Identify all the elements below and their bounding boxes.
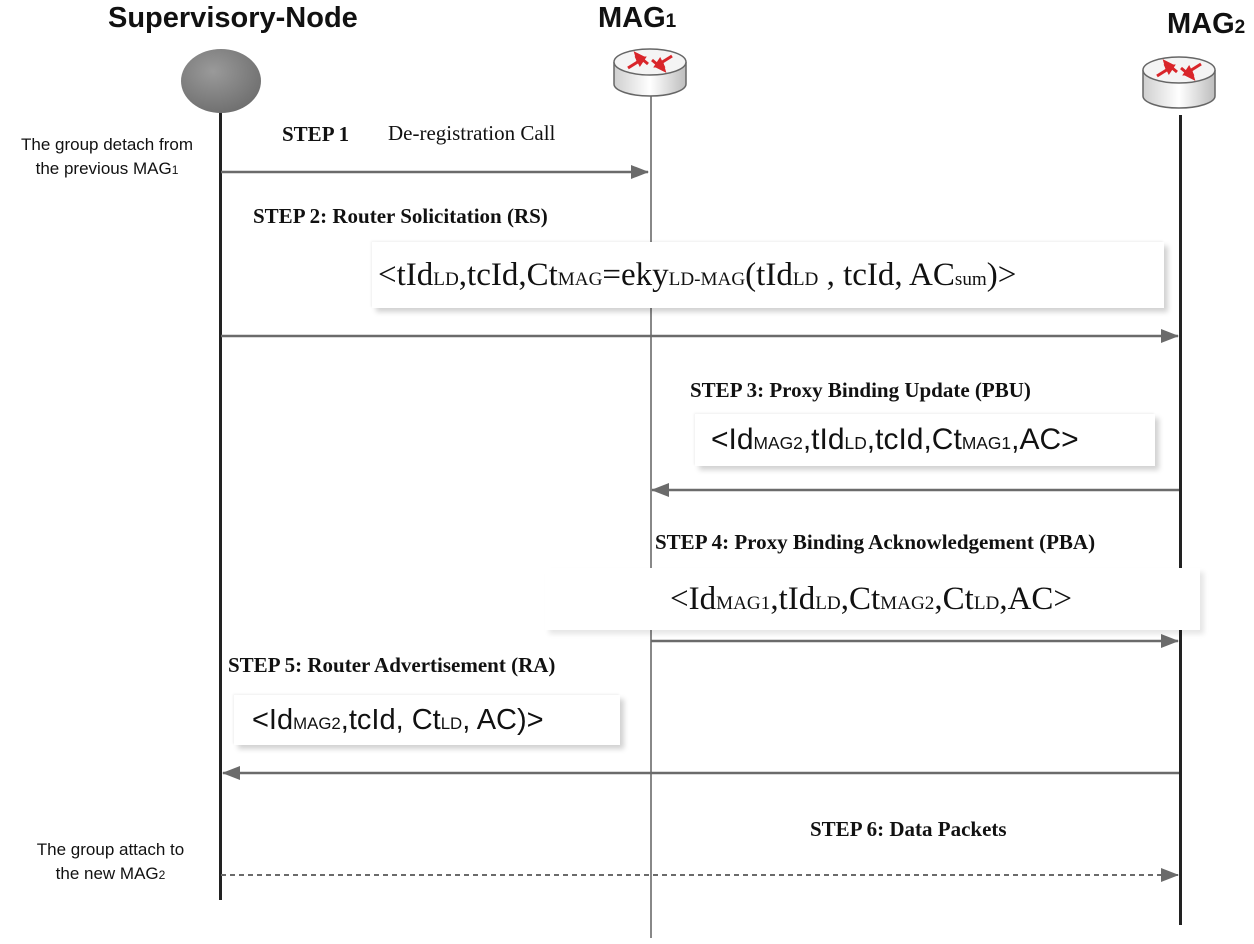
rs-sub: MAG [557, 268, 603, 290]
mag1-title-base: MAG [598, 2, 666, 34]
rs-message-box: <tIdLD,tcId,CtMAG=ekyLD-MAG(tIdLD , tcId… [372, 242, 1164, 308]
ra-sub: MAG2 [293, 713, 341, 733]
attach-note-sub: 2 [158, 868, 166, 882]
pba-message-box: <IdMAG1,tIdLD,CtMAG2,CtLD,AC> [545, 568, 1200, 630]
step4-label: STEP 4: Proxy Binding Acknowledgement (P… [655, 530, 1096, 554]
detach-note-sub: 1 [171, 163, 179, 177]
pbu-part: ,tId [802, 423, 845, 456]
pbu-message-box: <IdMAG2,tIdLD,tcId,CtMAG1,AC> [695, 414, 1155, 466]
rs-part: =eky [602, 256, 669, 293]
ra-message: <IdMAG2,tcId, CtLD, AC)> [234, 704, 544, 737]
detach-note: The group detach from the previous MAG1 [0, 133, 214, 182]
pba-sub: MAG2 [880, 592, 935, 614]
pba-part: <Id [670, 580, 717, 617]
step6-label: STEP 6: Data Packets [810, 817, 1007, 841]
pbu-sub: LD [844, 433, 867, 453]
mag2-title-sub: 2 [1234, 17, 1246, 38]
pbu-message: <IdMAG2,tIdLD,tcId,CtMAG1,AC> [695, 423, 1079, 457]
supervisory-node-circle-icon [181, 49, 261, 113]
router-icon [1142, 56, 1216, 109]
rs-sub: LD [433, 268, 459, 290]
step1-label-bold: STEP 1 [282, 122, 350, 146]
attach-note-line2: the new MAG2 [8, 862, 213, 887]
rs-part: )> [986, 256, 1017, 293]
attach-note-line1: The group attach to [36, 840, 185, 859]
pba-part: ,Ct [934, 580, 974, 617]
step5-label: STEP 5: Router Advertisement (RA) [228, 653, 556, 677]
step3-label: STEP 3: Proxy Binding Update (PBU) [690, 378, 1031, 402]
pba-sub: LD [815, 592, 841, 614]
rs-sub: LD [792, 268, 819, 290]
ra-part: , AC)> [462, 703, 544, 736]
rs-part: , tcId, AC [818, 256, 955, 293]
ra-part: <Id [252, 703, 294, 736]
rs-sub: sum [954, 268, 987, 290]
mag1-title-sub: 1 [665, 11, 677, 32]
detach-note-line2: the previous MAG1 [0, 157, 214, 182]
pba-part: ,AC> [999, 580, 1073, 617]
mag1-lifeline-upper [650, 95, 652, 245]
detach-note-line2-text: the previous MAG [35, 159, 172, 178]
pba-part: ,Ct [840, 580, 881, 617]
step2-label: STEP 2: Router Solicitation (RS) [253, 204, 548, 228]
rs-sub: LD-MAG [668, 268, 746, 290]
ra-message-box: <IdMAG2,tcId, CtLD, AC)> [234, 695, 620, 745]
pbu-part: <Id [711, 423, 754, 456]
pba-sub: MAG1 [716, 592, 771, 614]
router-icon [613, 48, 687, 97]
rs-part: (tId [745, 256, 793, 293]
pbu-part: ,tcId,Ct [866, 423, 962, 456]
mag2-title: MAG2 [1167, 8, 1245, 41]
detach-note-line1: The group detach from [21, 135, 193, 154]
mag2-lifeline [1179, 115, 1182, 925]
rs-part: <tId [378, 256, 434, 293]
pba-message: <IdMAG1,tIdLD,CtMAG2,CtLD,AC> [545, 581, 1072, 618]
pbu-sub: MAG1 [961, 433, 1012, 453]
attach-note-line2-text: the new MAG [55, 864, 159, 883]
pbu-part: ,AC> [1011, 423, 1079, 456]
ra-part: ,tcId, Ct [340, 703, 441, 736]
mag2-title-base: MAG [1167, 8, 1235, 40]
step1-text: De-registration Call [388, 121, 556, 145]
ra-sub: LD [440, 713, 463, 733]
pba-part: ,tId [770, 580, 816, 617]
supervisory-lifeline [219, 105, 222, 900]
mag1-title: MAG1 [598, 2, 676, 35]
attach-note: The group attach to the new MAG2 [8, 838, 213, 887]
pba-sub: LD [973, 592, 1000, 614]
pbu-sub: MAG2 [753, 433, 803, 453]
rs-message: <tIdLD,tcId,CtMAG=ekyLD-MAG(tIdLD , tcId… [372, 257, 1016, 294]
rs-part: ,tcId,Ct [458, 256, 558, 293]
step1-label: STEP 1 [282, 122, 349, 147]
supervisory-node-title: Supervisory-Node [108, 2, 358, 34]
